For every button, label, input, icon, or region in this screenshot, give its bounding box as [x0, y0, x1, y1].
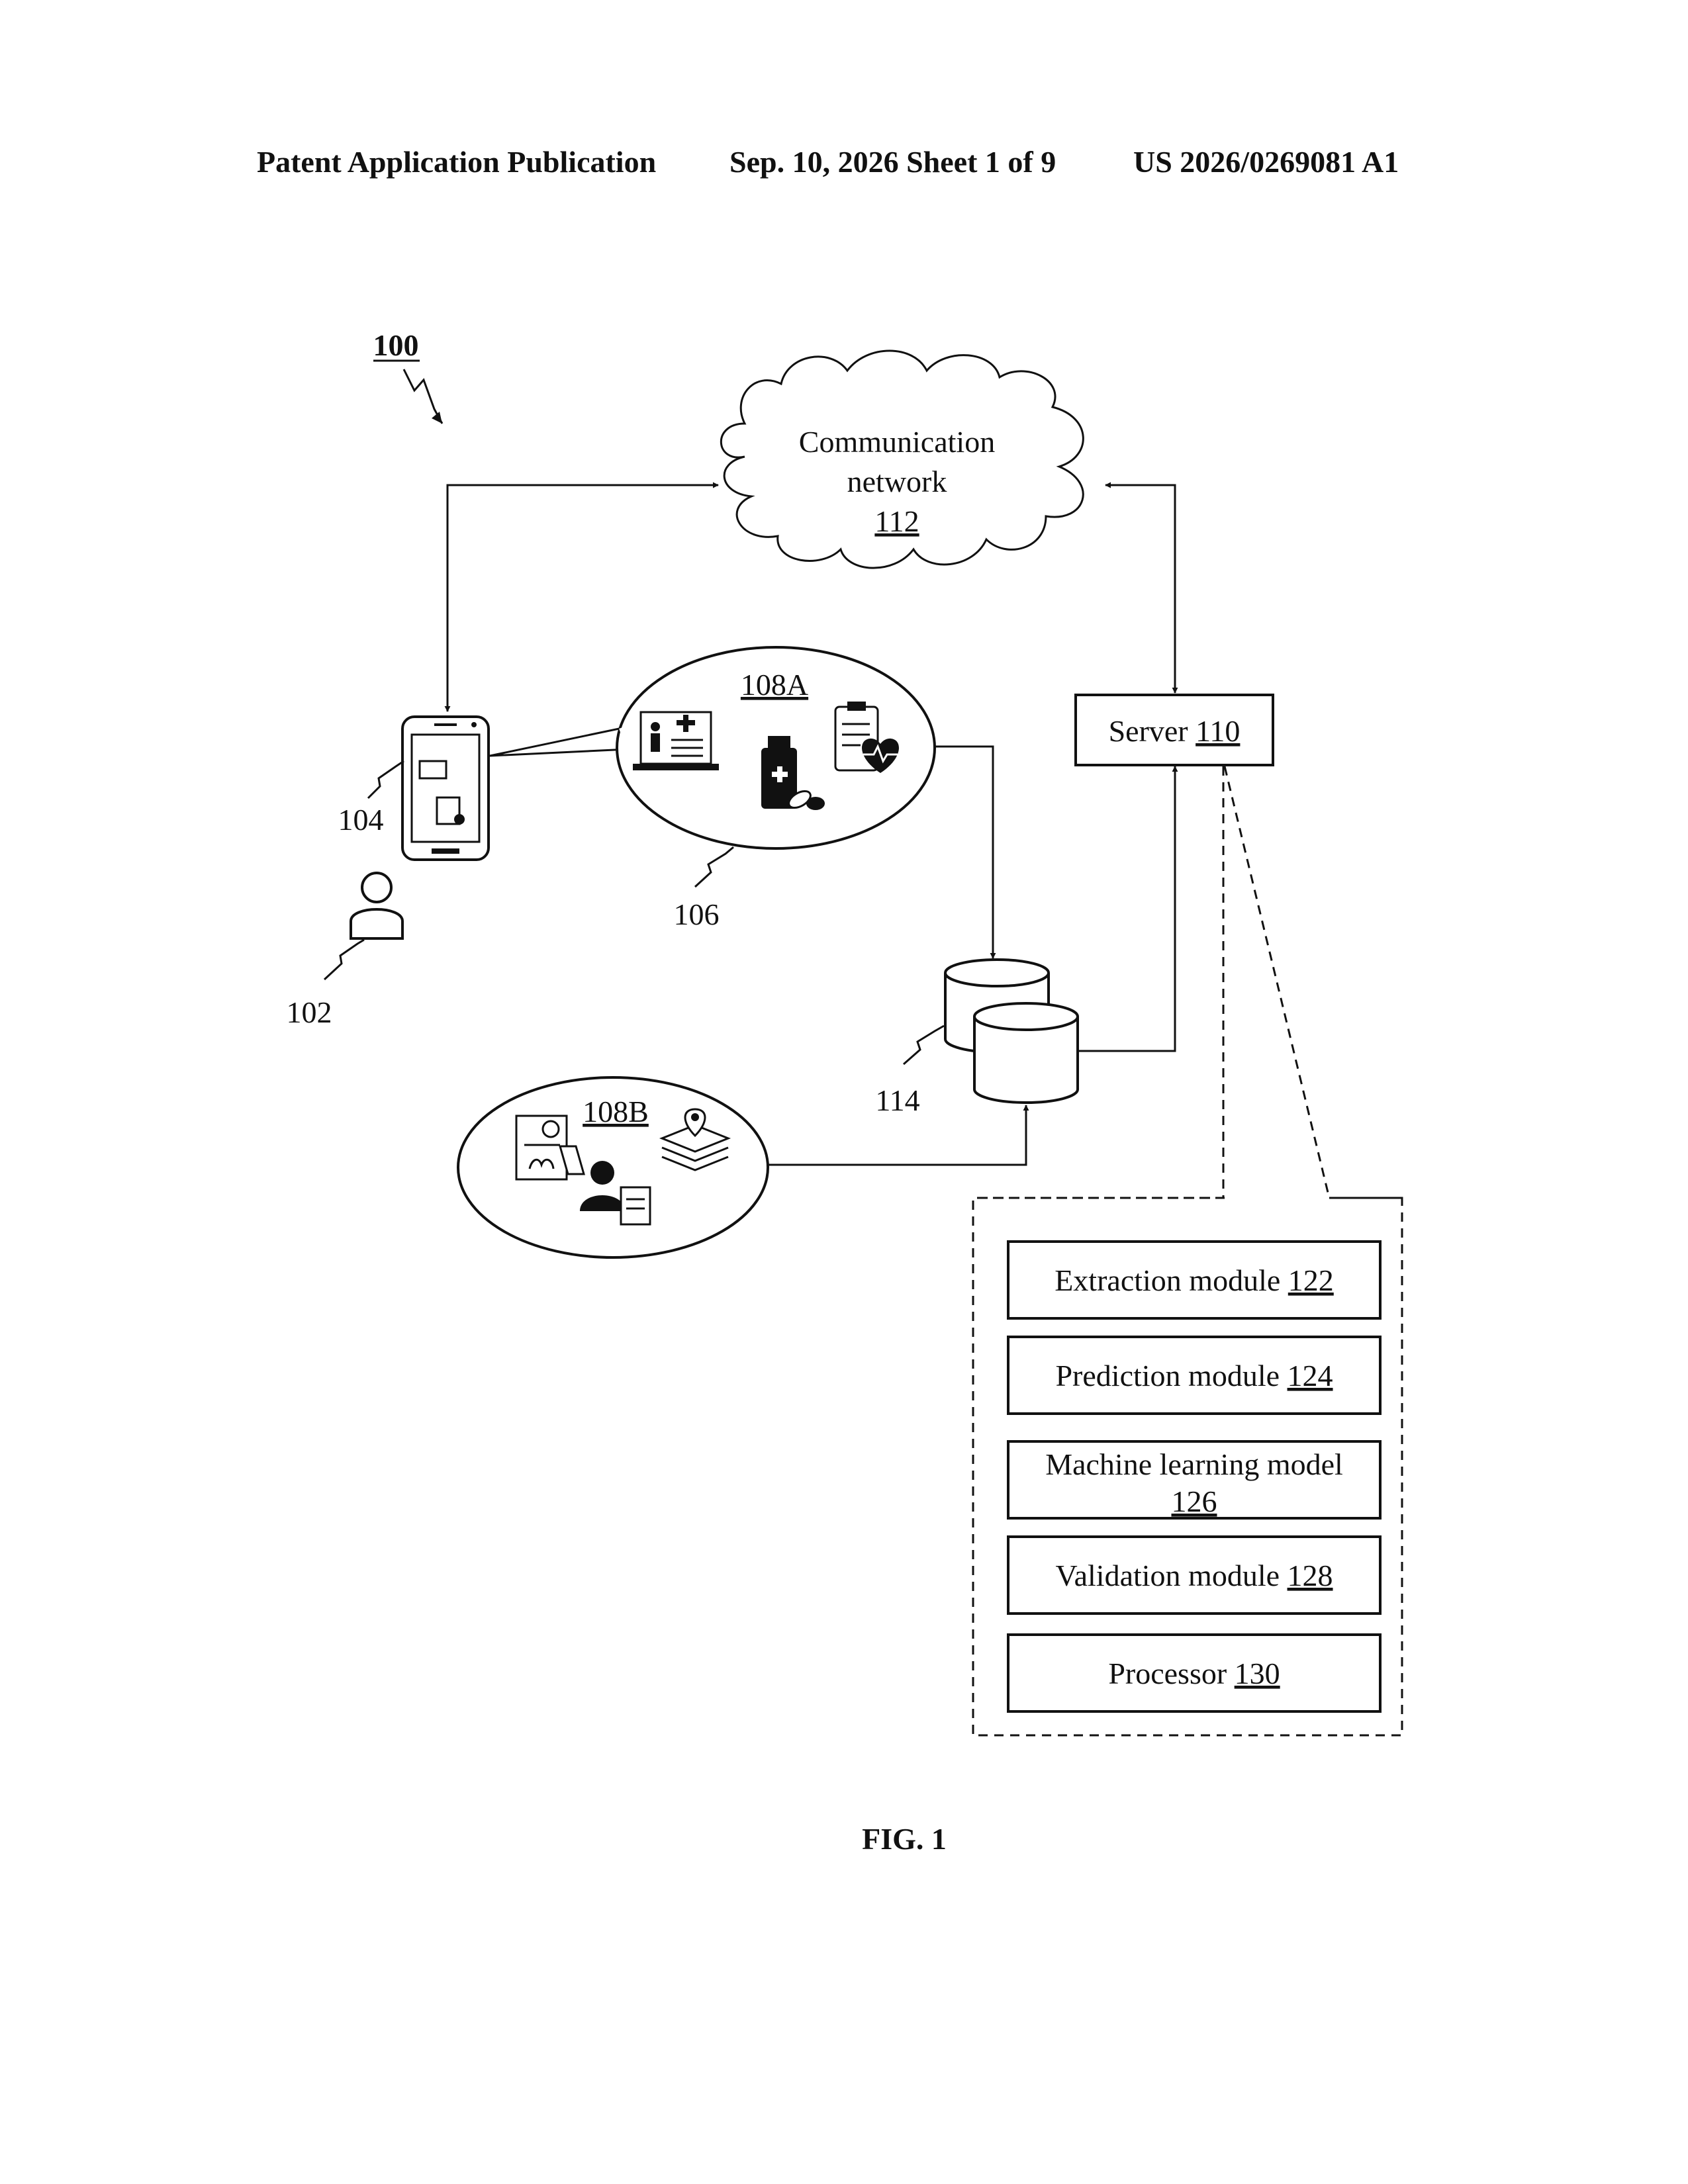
ref-106: 106 [674, 897, 720, 931]
communication-network-cloud: Communication network 112 [721, 351, 1083, 568]
module-box-128: Validation module 128 [1008, 1537, 1380, 1614]
network-ref: 112 [874, 504, 919, 538]
user-icon [351, 873, 402, 938]
module-box-122: Extraction module 122 [1008, 1242, 1380, 1318]
ref-102: 102 [287, 995, 332, 1029]
network-label-line1: Communication [799, 425, 995, 459]
svg-text:108A: 108A [741, 668, 808, 702]
medical-record-icon [633, 712, 719, 770]
server-modules-group: Extraction module 122Prediction module 1… [973, 1198, 1402, 1735]
system-ref-100: 100 [373, 328, 443, 424]
server-label: Server 110 [1109, 714, 1241, 748]
module-ref: 126 [1172, 1484, 1217, 1518]
ref-114: 114 [875, 1083, 919, 1117]
module-label: Validation module 128 [1055, 1559, 1333, 1592]
module-box-124: Prediction module 124 [1008, 1337, 1380, 1414]
module-label: Machine learning model [1045, 1447, 1343, 1481]
module-label: Prediction module 124 [1055, 1359, 1333, 1392]
module-box-130: Processor 130 [1008, 1635, 1380, 1711]
smartphone-icon [402, 717, 489, 860]
data-source-108a: 108A [617, 647, 935, 848]
ref-104: 104 [338, 803, 384, 837]
module-label: Extraction module 122 [1055, 1263, 1334, 1297]
svg-text:100: 100 [373, 328, 419, 362]
data-source-108b: 108B [458, 1077, 768, 1257]
module-label: Processor 130 [1108, 1657, 1280, 1690]
server-box: Server 110 [1076, 695, 1273, 765]
bubble-pointer [490, 728, 629, 756]
svg-text:108B: 108B [583, 1095, 649, 1128]
figure-caption: FIG. 1 [862, 1822, 947, 1856]
module-box-126: Machine learning model126 [1008, 1441, 1380, 1518]
database-icon [945, 960, 1078, 1103]
network-label-line2: network [847, 465, 947, 498]
